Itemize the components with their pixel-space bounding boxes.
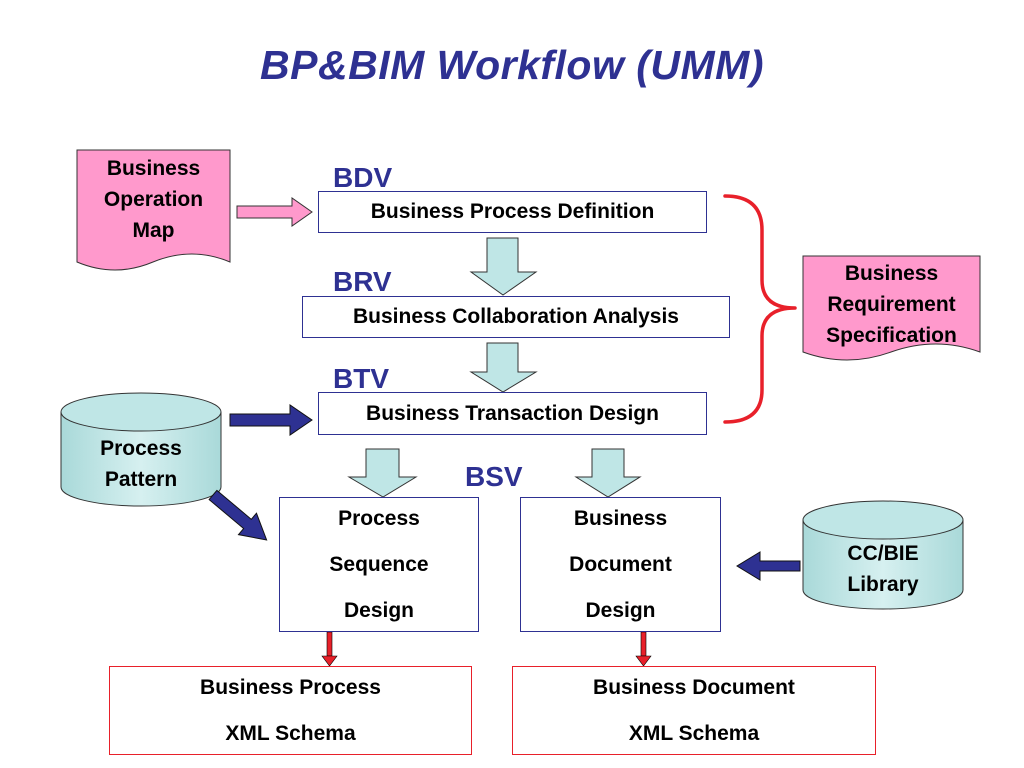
down-arrow-bpd-bca (469, 237, 538, 296)
down-arrow-btd-bdd (574, 448, 642, 498)
cc-bie-library-line-1: CC/BIE (847, 542, 919, 565)
business-operation-map-line-3: Map (132, 219, 175, 242)
btv-label: BTV (333, 363, 389, 394)
brv-label: BRV (333, 266, 392, 297)
process-sequence-design-line-2: Sequence (329, 552, 429, 576)
requirement-brace (723, 194, 797, 424)
business-requirement-specification-document (802, 255, 981, 361)
business-collaboration-analysis-box: Business Collaboration Analysis (302, 296, 730, 338)
business-requirement-specification-line-2: Requirement (827, 293, 956, 316)
business-collaboration-analysis-label: Business Collaboration Analysis (353, 305, 679, 328)
process-pattern-line-2: Pattern (104, 468, 178, 491)
business-document-xml-schema-line-1: Business Document (593, 675, 795, 699)
process-pattern-text: Process Pattern (61, 433, 221, 495)
down-arrow-bca-btd (469, 342, 538, 393)
business-process-xml-schema-line-2: XML Schema (225, 721, 356, 745)
cc-bie-library-line-2: Library (847, 573, 919, 596)
process-sequence-design-box: Process Sequence Design (279, 497, 479, 632)
process-sequence-design-line-1: Process (338, 506, 420, 530)
business-process-definition-box: Business Process Definition (318, 191, 707, 233)
business-transaction-design-box: Business Transaction Design (318, 392, 707, 435)
bsv-label: BSV (465, 461, 523, 492)
business-operation-map-line-2: Operation (103, 188, 204, 211)
business-document-xml-schema-box: Business Document XML Schema (512, 666, 876, 755)
business-document-design-line-3: Design (585, 598, 656, 622)
business-process-xml-schema-box: Business Process XML Schema (109, 666, 472, 755)
business-transaction-design-label: Business Transaction Design (366, 401, 659, 425)
business-document-design-line-1: Business (573, 506, 668, 530)
business-document-xml-schema-line-2: XML Schema (628, 721, 760, 745)
cc-bie-library-arrow (736, 551, 801, 581)
business-operation-map-text: Business Operation Map (77, 153, 230, 246)
bdv-label: BDV (333, 162, 393, 193)
business-document-design-box: Business Document Design (520, 497, 721, 632)
diagram-title: BP&BIM Workflow (UMM) (260, 42, 764, 88)
process-sequence-design-line-3: Design (343, 598, 414, 622)
business-operation-map-line-1: Business (106, 157, 201, 180)
process-pattern-diagonal-arrow (208, 489, 268, 541)
cc-bie-library-cylinder (802, 500, 964, 610)
operation-map-arrow (236, 197, 313, 227)
business-process-definition-label: Business Process Definition (370, 200, 655, 223)
process-pattern-line-1: Process (100, 437, 182, 460)
business-requirement-specification-line-3: Specification (826, 324, 957, 347)
business-process-xml-schema-line-1: Business Process (200, 675, 381, 699)
process-pattern-arrow (229, 404, 313, 436)
business-requirement-specification-text: Business Requirement Specification (803, 258, 980, 351)
business-requirement-specification-line-1: Business (844, 262, 939, 285)
red-arrow-bdd-schema (635, 631, 652, 667)
cc-bie-library-text: CC/BIE Library (803, 538, 963, 600)
down-arrow-btd-psd (347, 448, 418, 498)
business-document-design-line-2: Document (569, 552, 672, 576)
process-pattern-cylinder (60, 392, 222, 507)
business-operation-map-document (76, 149, 231, 271)
red-arrow-psd-schema (321, 631, 338, 667)
